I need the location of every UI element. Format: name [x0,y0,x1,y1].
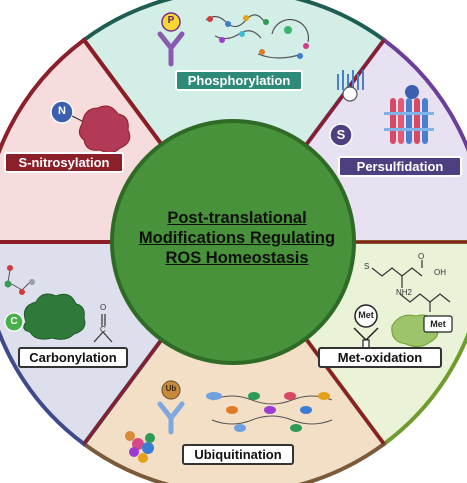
label-phosphorylation: Phosphorylation [175,70,303,91]
nitrogen-badge-icon [50,100,74,124]
center-title-line-2: Modifications Regulating [138,229,336,247]
met-circle-badge-text: Met [358,310,374,320]
sulfur-badge-letter: S [336,127,346,142]
ubiquitin-badge-letter: Ub [165,384,177,393]
met-o-label: O [418,252,425,261]
center-title-line-3: ROS Homeostasis [165,249,309,267]
met-receptor-icon [353,304,379,349]
persulfidation-illustration [329,70,434,147]
phosphorylation-illustration [157,12,310,67]
center-title-line-1: Post-translational [167,209,307,227]
met-box-badge-text: Met [430,319,446,329]
carbonyl-group-icon [93,314,113,343]
cascade-dots-icon [207,15,309,59]
center-title: Post-translational Modifications Regulat… [112,208,362,268]
label-met-oxidation: Met-oxidation [318,347,442,368]
center-circle [110,119,356,365]
nitrosylated-protein-icon [78,105,131,154]
methionine-structure-icon [371,260,451,312]
carbonyl-c-label: C [100,325,106,334]
label-s-nitrosylation: S-nitrosylation [4,152,124,173]
carbonylated-protein-icon [23,293,86,340]
label-persulfidation: Persulfidation [338,156,462,177]
met-sulfur-label: S [364,262,370,271]
label-carbonylation: Carbonylation [18,347,128,368]
carbonyl-o-label: O [100,303,107,312]
membrane-protein-icon [337,70,364,90]
ubiquitin-badge-icon [161,380,181,400]
label-ubiquitination: Ubiquitination [182,444,294,465]
met-oxidation-illustration [353,260,453,349]
carbon-badge-icon [4,312,24,332]
sulfur-badge-icon [329,123,353,147]
transmembrane-receptor-icon [384,85,434,144]
ubiquitination-cascade-icon [206,392,333,432]
met-nh2-label: NH2 [396,288,413,297]
carbonylation-illustration [4,265,113,343]
carbon-badge-letter: C [10,316,18,327]
ubiquitination-illustration [125,380,333,463]
phosphate-badge-letter: P [167,15,175,26]
polyubiquitin-chain-icon [125,431,155,463]
nitrogen-badge-letter: N [58,105,66,117]
phosphate-badge-icon [161,12,181,32]
s-nitrosylation-illustration [50,100,131,154]
met-box-badge-icon [423,315,453,333]
met-oh-label: OH [434,268,446,277]
